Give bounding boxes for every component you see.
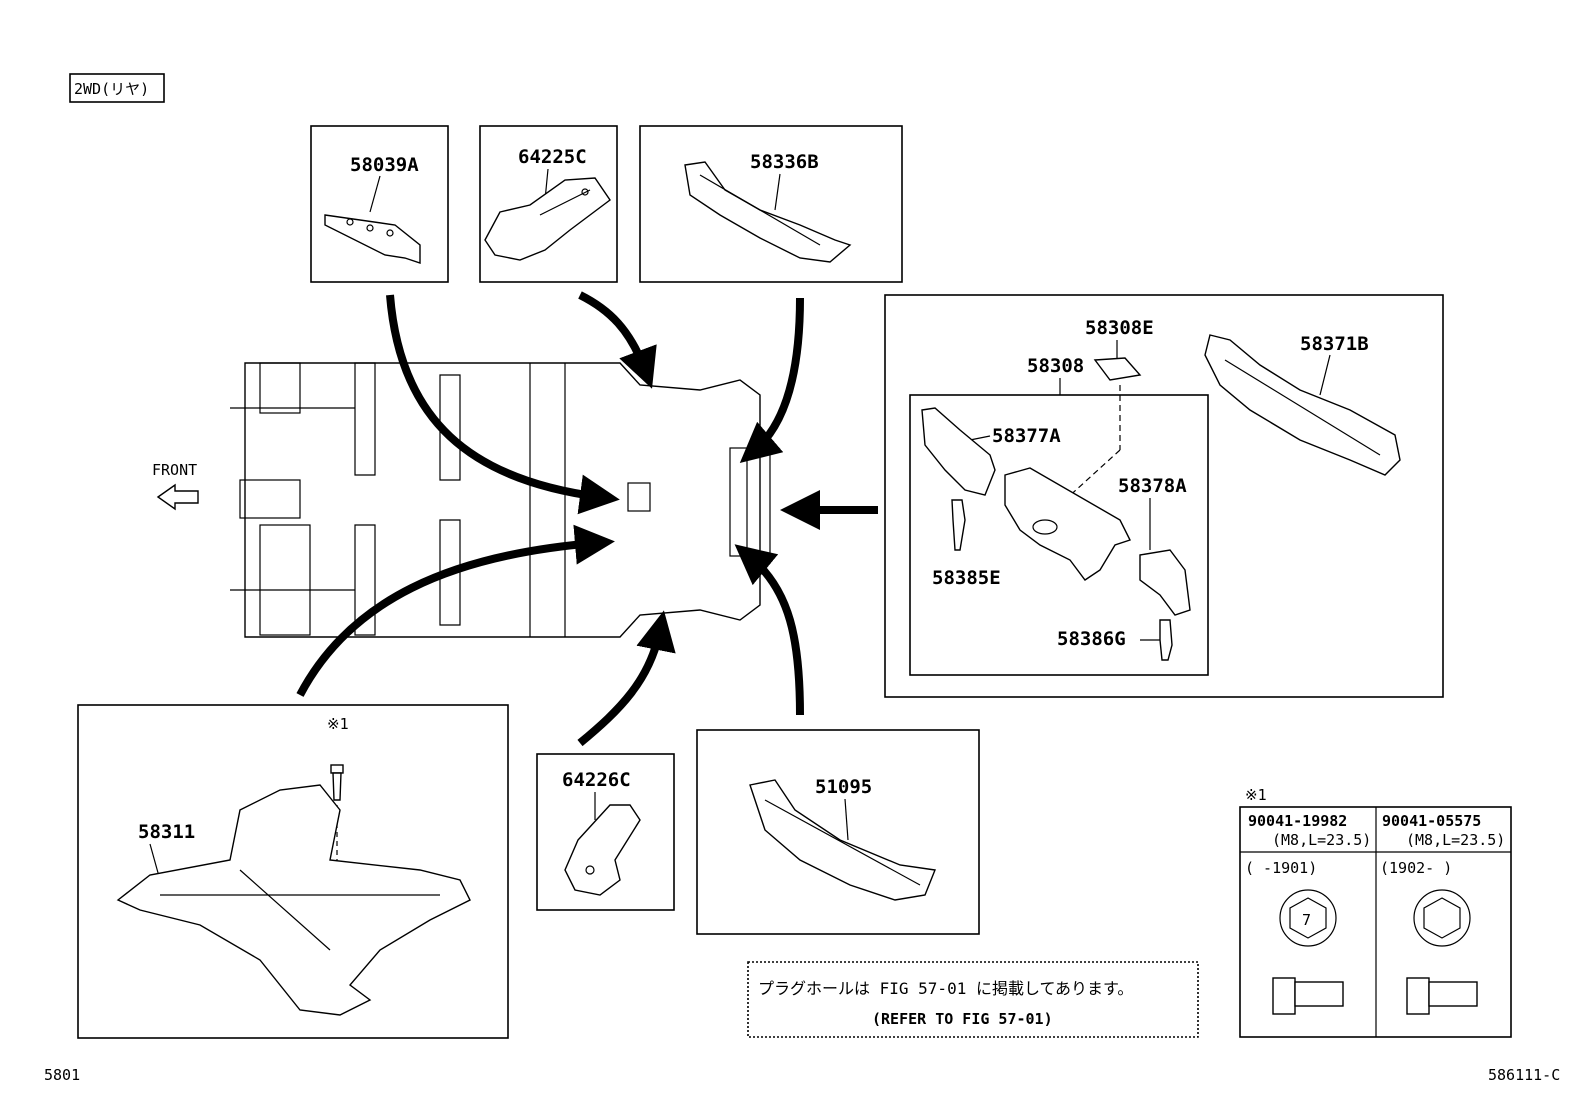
svg-text:( -1901): ( -1901) [1245,859,1317,877]
arrow-64226C [577,610,676,747]
callout-arrows [296,291,878,747]
front-arrow-icon [156,483,199,511]
inset-51095[interactable]: 51095 [696,729,980,935]
part-label-58039A: 58039A [350,154,419,176]
svg-text:プラグホールは FIG 57-01 に掲載してあります。: プラグホールは FIG 57-01 に掲載してあります。 [758,979,1133,998]
arrow-51095 [734,544,804,716]
part-58378A-drawing [1139,549,1191,616]
bolt-head-top-icon-1 [1279,889,1337,947]
bolt-head-top-icon-2 [1413,889,1471,947]
svg-text:90041-05575: 90041-05575 [1382,812,1481,830]
part-58377A-drawing [921,407,996,496]
part-58385E-drawing [951,499,966,551]
part-label-58386G: 58386G [1057,628,1126,650]
svg-text:90041-19982: 90041-19982 [1248,812,1347,830]
bolt-marker: ※1 [327,715,349,733]
inset-64225C[interactable]: 64225C [479,125,618,283]
svg-text:(REFER TO FIG 57-01): (REFER TO FIG 57-01) [872,1010,1053,1028]
bolt-side-icon-1 [1272,977,1296,1015]
inset-rear-panel-group[interactable]: 58308E 58308 58371B 58377A 58378A 58385E… [884,294,1444,698]
part-label-58308E: 58308E [1085,317,1154,339]
svg-text:2WD(リヤ): 2WD(リヤ) [74,80,149,98]
bolt-side-icon-2 [1406,977,1430,1015]
svg-text:(M8,L=23.5): (M8,L=23.5) [1272,831,1371,849]
bolt-icon [330,764,344,774]
part-label-64226C: 64226C [562,769,631,791]
part-label-58385E: 58385E [932,567,1001,589]
part-51095-drawing [749,779,936,901]
variant-label: 2WD(リヤ) [69,73,165,103]
part-label-51095: 51095 [815,776,872,798]
arrow-64225C [578,291,657,389]
part-label-64225C: 64225C [518,146,587,168]
part-58311-drawing [116,784,471,1016]
part-64225C-drawing [484,177,611,261]
arrow-58311 [296,524,615,697]
part-label-58378A: 58378A [1118,475,1187,497]
part-label-58371B: 58371B [1300,333,1369,355]
part-label-58336B: 58336B [750,151,819,173]
part-58371B-drawing [1204,334,1401,476]
front-label: FRONT [152,461,197,479]
part-label-58377A: 58377A [992,425,1061,447]
page-code: 5801 [44,1066,80,1084]
svg-text:(1902- ): (1902- ) [1380,859,1452,877]
inset-58336B[interactable]: 58336B [639,125,903,283]
part-58336B-drawing [684,161,852,263]
part-64226C-drawing [564,804,641,896]
svg-text:7: 7 [1302,911,1311,929]
bolt-table: ※1 90041-19982 (M8,L=23.5) 90041-05575 (… [1239,786,1512,1038]
part-label-58311: 58311 [138,821,195,843]
front-direction-indicator: FRONT [152,461,199,511]
part-58308E-drawing [1093,357,1142,381]
figure-code: 586111-C [1488,1066,1560,1084]
part-58386G-drawing [1159,619,1173,661]
bolt-table-marker: ※1 [1245,786,1267,804]
svg-text:(M8,L=23.5): (M8,L=23.5) [1406,831,1505,849]
part-label-58308: 58308 [1027,355,1084,377]
part-58039A-drawing [324,214,421,264]
arrow-58039A [386,294,620,515]
inset-subgroup-58308 [909,394,1209,676]
inset-58039A[interactable]: 58039A [310,125,449,283]
vehicle-floor-outline [230,362,771,638]
inset-58311[interactable]: ※1 58311 [77,704,509,1039]
reference-note: プラグホールは FIG 57-01 に掲載してあります。 (REFER TO F… [747,961,1199,1038]
part-center-panel-drawing [1004,467,1131,581]
inset-64226C[interactable]: 64226C [536,753,675,911]
arrow-58336B [739,297,804,464]
